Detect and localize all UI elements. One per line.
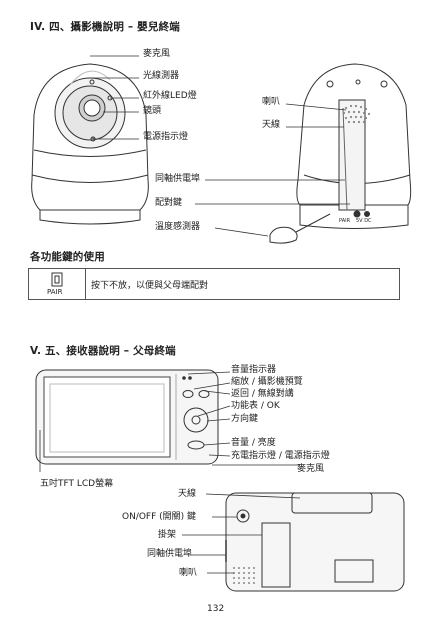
label-screen: 五吋TFT LCD螢幕 bbox=[40, 479, 113, 490]
label-ir-led: 紅外線LED燈 bbox=[143, 91, 197, 102]
label-stand: 掛架 bbox=[158, 530, 176, 541]
label-mic: 麥克風 bbox=[143, 49, 170, 60]
section-5-title: V. 五、接收器說明 – 父母終端 bbox=[30, 343, 176, 358]
pair-icon-label: PAIR bbox=[47, 288, 63, 296]
port-label-5vdc: 5V DC bbox=[356, 218, 372, 224]
label-antenna: 天線 bbox=[262, 120, 280, 131]
label-direction: 方向鍵 bbox=[231, 414, 258, 425]
camera-front-illustration bbox=[32, 64, 149, 224]
label-power-indicator: 電源指示燈 bbox=[143, 132, 188, 143]
camera-back-illustration bbox=[270, 64, 411, 243]
label-lens: 鏡頭 bbox=[143, 106, 161, 117]
label-light-sensor: 光線測器 bbox=[143, 71, 179, 82]
label-antenna-parent: 天線 bbox=[178, 489, 196, 500]
label-power-port: 同軸供電埠 bbox=[155, 174, 200, 185]
functions-title: 各功能鍵的使用 bbox=[30, 249, 105, 264]
label-charge-power: 充電指示燈 / 電源指示燈 bbox=[231, 451, 330, 462]
label-back: 返回 / 無線對講 bbox=[231, 389, 294, 400]
page-number: 132 bbox=[207, 604, 224, 614]
label-zoom: 縮放 / 攝影機預覽 bbox=[231, 377, 303, 388]
label-temp-sensor: 溫度感測器 bbox=[155, 222, 200, 233]
label-pair-key: 配對鍵 bbox=[155, 198, 182, 209]
label-mic-parent: 麥克風 bbox=[297, 464, 324, 475]
label-menu-ok: 功能表 / OK bbox=[231, 401, 280, 412]
label-power-port-parent: 同軸供電埠 bbox=[147, 549, 192, 560]
label-volume-indicator: 音量指示器 bbox=[231, 365, 276, 376]
label-speaker-parent: 喇叭 bbox=[179, 568, 197, 579]
function-icon-cell: PAIR bbox=[29, 269, 86, 299]
function-description: 按下不放，以便與父母端配對 bbox=[91, 278, 208, 291]
parent-unit-front-illustration bbox=[36, 370, 218, 464]
label-speaker: 喇叭 bbox=[262, 97, 280, 108]
label-on-off: ON/OFF (開關) 鍵 bbox=[122, 512, 196, 523]
function-table: PAIR 按下不放，以便與父母端配對 bbox=[28, 268, 400, 300]
label-volume-brightness: 音量 / 亮度 bbox=[231, 438, 276, 449]
parent-unit-back-illustration bbox=[226, 493, 404, 591]
port-label-pair: PAIR bbox=[339, 218, 350, 224]
